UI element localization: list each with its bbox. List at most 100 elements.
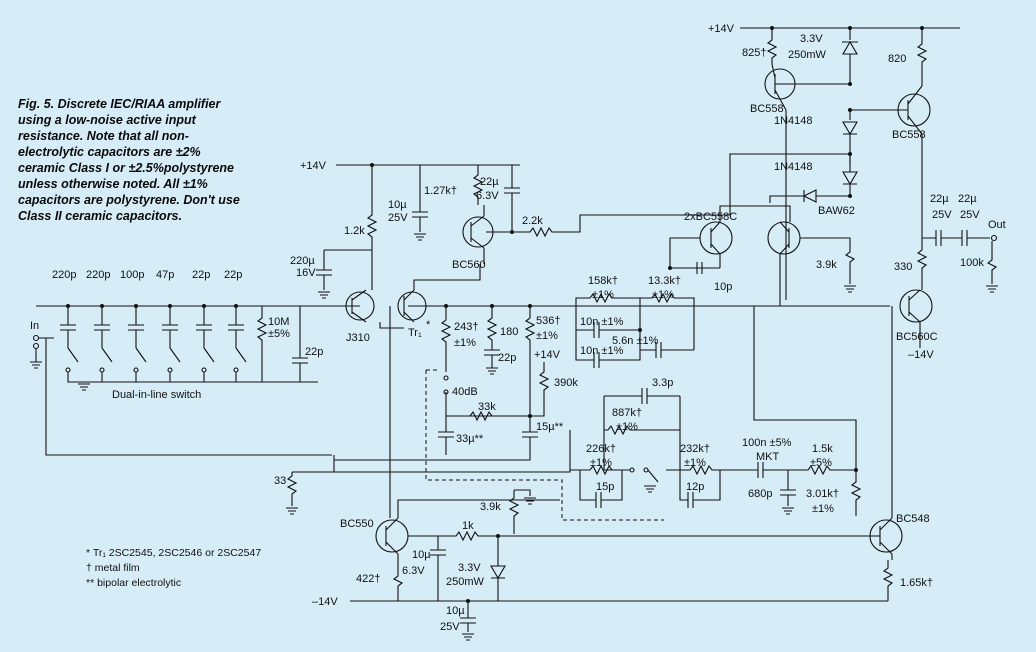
svg-text:243†: 243† [454,321,478,333]
svg-text:electrolytic capacitors are ±2: electrolytic capacitors are ±2% [18,145,201,159]
svg-text:10p: 10p [714,281,732,293]
cap-15u: 15µ** [334,420,564,461]
svg-text:1N4148: 1N4148 [774,115,813,127]
svg-text:820: 820 [888,53,906,65]
svg-text:330: 330 [894,261,912,273]
svg-text:10µ: 10µ [412,549,431,561]
svg-text:BC558: BC558 [892,129,926,141]
resistor-39k-top: 3.9k [800,237,857,293]
svg-text:10M: 10M [268,316,289,328]
svg-text:22p: 22p [305,346,323,358]
resistor-536: 536† ±1% [524,304,560,420]
resistor-10m: 10M ±5% [256,306,290,382]
svg-text:±1%: ±1% [454,337,476,349]
svg-text:** bipolar electrolytic: ** bipolar electrolytic [86,577,181,589]
svg-text:25V: 25V [440,621,460,633]
resistor-180: 180 22p [484,304,518,375]
transistor-bc550: BC550 [340,306,560,572]
svg-text:2.2k: 2.2k [522,215,543,227]
svg-text:25V: 25V [932,209,952,221]
figure-caption: Fig. 5. Discrete IEC/RIAA amplifier usin… [18,97,240,223]
svg-text:3.3V: 3.3V [800,33,823,45]
svg-text:10µ: 10µ [388,199,407,211]
svg-text:±5%: ±5% [268,328,290,340]
svg-text:MKT: MKT [756,451,780,463]
resistor-820: 820 [888,26,928,86]
svg-text:3.9k: 3.9k [816,259,837,271]
svg-text:Tr₁: Tr₁ [408,327,422,339]
capacitor-22p-input: 22p [292,306,323,382]
resistor-390k: +14V 390k [530,349,578,417]
svg-text:220p: 220p [52,269,76,281]
svg-text:22p: 22p [498,352,516,364]
cap-33u: 33µ** [438,416,484,455]
svg-text:+14V: +14V [300,160,327,172]
resistor-39k-bottom: 3.9k [480,489,537,534]
svg-text:100p: 100p [120,269,144,281]
svg-text:BC550: BC550 [340,518,374,530]
svg-text:15µ**: 15µ** [536,421,564,433]
input-capacitor-bank: 220p 220p 100p 47p 22p 22p [36,269,360,348]
svg-text:6.3V: 6.3V [402,565,425,577]
svg-text:1.27k†: 1.27k† [424,185,457,197]
footnotes: * Tr₁ 2SC2545, 2SC2546 or 2SC2547 † meta… [86,547,261,589]
resistor-330: 330 [894,134,928,290]
svg-text:825†: 825† [742,47,766,59]
svg-text:3.9k: 3.9k [480,501,501,513]
svg-text:+14V: +14V [708,23,735,35]
svg-text:resistance. Note that all non-: resistance. Note that all non- [18,129,189,143]
svg-text:BC548: BC548 [896,513,930,525]
cap-12p: 12p [679,470,721,508]
svg-text:1.65k†: 1.65k† [900,577,933,589]
svg-text:5.6n ±1%: 5.6n ±1% [612,335,659,347]
resistor-422: 422† [356,572,404,601]
svg-text:12p: 12p [686,481,704,493]
resistor-22k: 2.2k [512,195,731,238]
resistor-127k: 1.27k† [424,165,484,205]
zener-top: 3.3V 250mW [788,26,858,86]
svg-text:13.3k†: 13.3k† [648,275,681,287]
svg-text:10µ: 10µ [446,605,465,617]
resistor-12k: 1.2k [344,163,378,290]
dip-switch: Dual-in-line switch [65,347,318,401]
rail-mid: +14V [300,160,520,172]
svg-text:unless otherwise noted. All ±1: unless otherwise noted. All ±1% [18,177,208,191]
resistor-301k: 3.01k† ±1% [806,468,862,516]
svg-text:1.2k: 1.2k [344,225,365,237]
svg-text:887k†: 887k† [612,407,642,419]
svg-text:10n ±1%: 10n ±1% [580,316,624,328]
cap-100n-mkt: 100n ±5% MKT [740,437,800,478]
resistor-887k: 887k† ±1% [603,396,681,436]
svg-text:*: * [426,319,431,331]
svg-text:3.01k†: 3.01k† [806,488,839,500]
switch-40db: 40dB [425,369,664,521]
svg-text:† metal film: † metal film [86,562,140,574]
svg-text:250mW: 250mW [446,576,485,588]
svg-text:100n ±5%: 100n ±5% [742,437,792,449]
svg-text:25V: 25V [388,212,408,224]
transistor-bc548: BC548 [869,306,930,560]
svg-text:422†: 422† [356,573,380,585]
resistor-232k: 232k† ±1% [672,443,740,476]
resistor-1k5: 1.5k ±5% [753,306,857,476]
svg-text:3.3V: 3.3V [458,562,481,574]
resistor-226k: 226k† ±1% [570,443,624,476]
svg-text:In: In [30,320,39,332]
svg-text:536†: 536† [536,315,560,327]
svg-text:±1%: ±1% [592,289,614,301]
resistor-243: 243† ±1% [440,304,478,372]
svg-text:22µ: 22µ [958,193,977,205]
svg-text:250mW: 250mW [788,49,827,61]
switch-treble [629,467,659,493]
transistor-tr1: Tr₁ * [379,264,481,339]
transistor-2xbc558c: 2xBC558C [669,205,801,306]
resistor-33k: 33k [469,401,532,422]
svg-text:25V: 25V [960,209,980,221]
resistor-165k: 1.65k† [882,560,933,601]
svg-text:Out: Out [988,219,1006,231]
svg-text:2xBC558C: 2xBC558C [684,211,737,223]
svg-text:22µ: 22µ [930,193,949,205]
transistor-bc560c: BC560C –14V [896,289,938,361]
svg-text:33µ**: 33µ** [456,433,484,445]
